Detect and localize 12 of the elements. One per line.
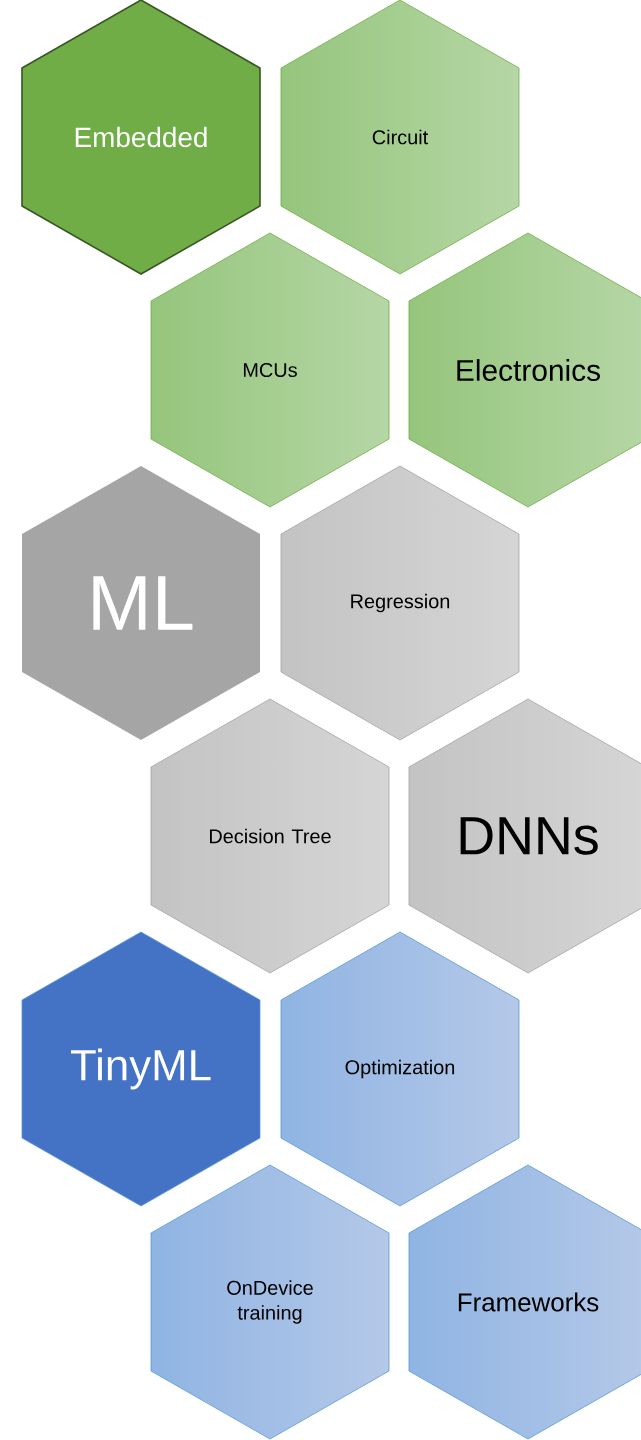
- hexagon: TinyML: [21, 931, 261, 1207]
- hexagon: Electronics: [408, 232, 641, 508]
- hexagon: Optimization: [280, 931, 520, 1207]
- hexagon: DNNs: [408, 698, 641, 974]
- hexagon: MCUs: [150, 232, 390, 508]
- hexagon: Decision Tree: [150, 698, 390, 974]
- hexagon: ML: [22, 466, 260, 740]
- hexagon: Circuit: [280, 0, 520, 275]
- hexagon: Regression: [280, 465, 520, 741]
- hexagon: Embedded: [21, 0, 261, 275]
- hexagon: OnDevice training: [150, 1164, 390, 1440]
- hexagon: Frameworks: [408, 1164, 641, 1440]
